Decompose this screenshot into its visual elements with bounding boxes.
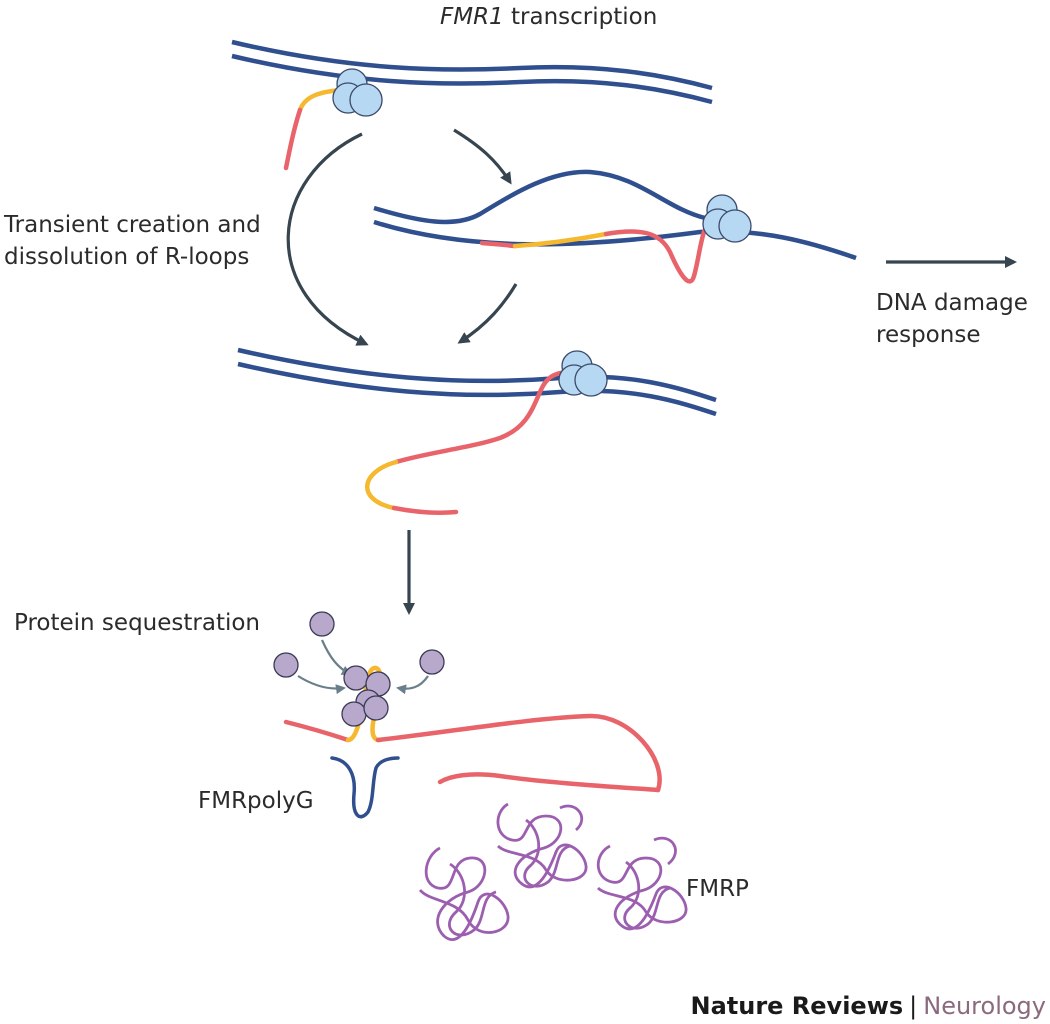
- arrow-to-rloop: [453, 128, 512, 185]
- footer-subject: Neurology: [923, 992, 1046, 1020]
- free-proteins: [273, 611, 445, 678]
- dna-duplex-top: [231, 39, 713, 105]
- dna-duplex-middle: [237, 347, 717, 417]
- footer-journal: Nature Reviews: [690, 992, 903, 1020]
- fmrp-label: FMRP: [686, 876, 749, 902]
- arrow-from-rloop: [457, 283, 518, 344]
- fmrp-protein-2: [496, 802, 588, 889]
- rna-polymerase-rloop: [702, 194, 752, 243]
- rloops-label-line1: Transient creation and: [3, 212, 261, 238]
- fmrp-protein-1: [418, 846, 510, 941]
- sequestered-proteins: [341, 665, 391, 727]
- arrow-curved-left: [286, 132, 369, 346]
- released-rna: [365, 369, 573, 516]
- rloop-rna-strand: [479, 213, 721, 284]
- dna-damage-label-line2: response: [876, 322, 980, 348]
- protein-sequestration-label: Protein sequestration: [14, 610, 260, 636]
- fmrpolyg-label: FMRpolyG: [198, 788, 314, 814]
- fmrp-protein-3: [596, 836, 688, 931]
- rna-polymerase-middle: [558, 350, 608, 397]
- fmrpolyg-peptide: [330, 756, 400, 819]
- rna-polymerase-top: [332, 68, 383, 117]
- rloops-label-line2: dissolution of R-loops: [4, 244, 249, 270]
- footer-separator: |: [909, 992, 917, 1020]
- mrna-hairpin: [283, 665, 662, 793]
- dna-damage-label-line1: DNA damage: [876, 290, 1028, 316]
- fmr1-title-rest: transcription: [504, 4, 658, 30]
- fmr1-gene-name: FMR1: [440, 4, 504, 30]
- nascent-rna-top: [283, 87, 343, 171]
- dna-duplex-rloop: [373, 169, 857, 261]
- fmr1-gene-label: FMR1 transcription: [440, 4, 657, 30]
- footer-credit: Nature Reviews|Neurology: [690, 992, 1046, 1020]
